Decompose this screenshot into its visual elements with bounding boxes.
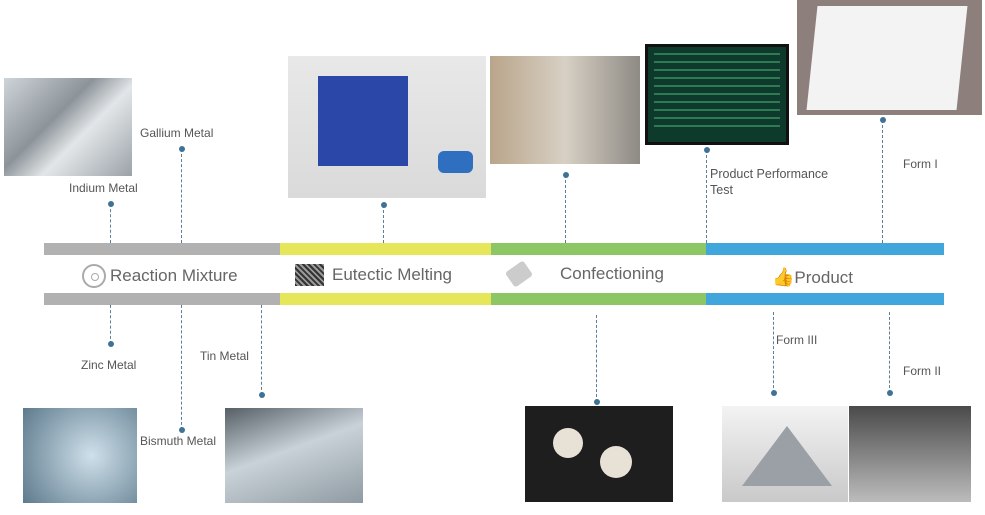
photo-form2-liquid [849,406,971,502]
stage-confectioning: Confectioning [504,260,664,288]
stage-bar-bottom-product [706,293,944,305]
photo-tin [225,408,363,503]
stage-label: Reaction Mixture [110,266,238,285]
dot [179,146,185,152]
leader-form3 [773,312,774,393]
stage-bar-top-product [706,243,944,255]
label-performance: Product Performance Test [710,167,829,197]
label-form2: Form II [903,364,941,378]
stage-product: 👍 Product [772,267,853,288]
dot [108,341,114,347]
stage-bar-bottom-confectioning [491,293,706,305]
stage-reaction-mixture: Reaction Mixture [82,264,238,288]
label-indium: Indium Metal [69,181,138,195]
photo-furnace [288,56,486,198]
leader-performance [706,150,707,243]
dot [880,117,886,123]
noise-texture-icon [295,264,324,286]
leader-confectioning-top [565,175,566,243]
leader-zinc [110,305,111,344]
label-gallium: Gallium Metal [140,126,214,140]
leader-tin [261,305,262,395]
stage-eutectic-melting: Eutectic Melting [295,264,452,286]
stage-label: Eutectic Melting [332,265,452,284]
leader-bismuth [181,305,182,430]
photo-confectioning-machine [490,56,640,164]
leader-confectioning-bottom [596,315,597,402]
dot [771,390,777,396]
disc-icon [82,264,106,288]
label-zinc: Zinc Metal [81,358,137,372]
leader-eutectic [383,205,384,243]
stage-label: Product [794,267,854,287]
stage-bar-bottom-reaction [44,293,280,305]
leader-indium [110,204,111,243]
photo-indium-gallium [4,78,132,176]
photo-test-software [645,44,789,145]
ticket-icon [504,260,534,288]
dot [108,201,114,207]
dot [704,147,710,153]
dot [259,392,265,398]
dot [594,399,600,405]
photo-zinc [23,408,137,503]
stage-label: Confectioning [560,264,664,283]
stage-bar-top-reaction [44,243,280,255]
leader-form2 [889,312,890,393]
label-form1: Form I [903,157,938,171]
dot [563,172,569,178]
leader-gallium [181,149,182,243]
dot [179,427,185,433]
photo-form1-film [797,0,982,115]
thumbs-up-icon: 👍 [772,267,795,287]
label-bismuth: Bismuth Metal [140,434,217,448]
photo-mold [525,406,673,502]
label-form3: Form III [776,333,818,347]
stage-bar-bottom-eutectic [280,293,491,305]
dot [381,202,387,208]
dot [887,390,893,396]
stage-bar-top-confectioning [491,243,706,255]
leader-form1 [882,120,883,243]
stage-bar-top-eutectic [280,243,491,255]
label-tin: Tin Metal [200,349,249,363]
photo-form3-crystal [722,406,848,502]
